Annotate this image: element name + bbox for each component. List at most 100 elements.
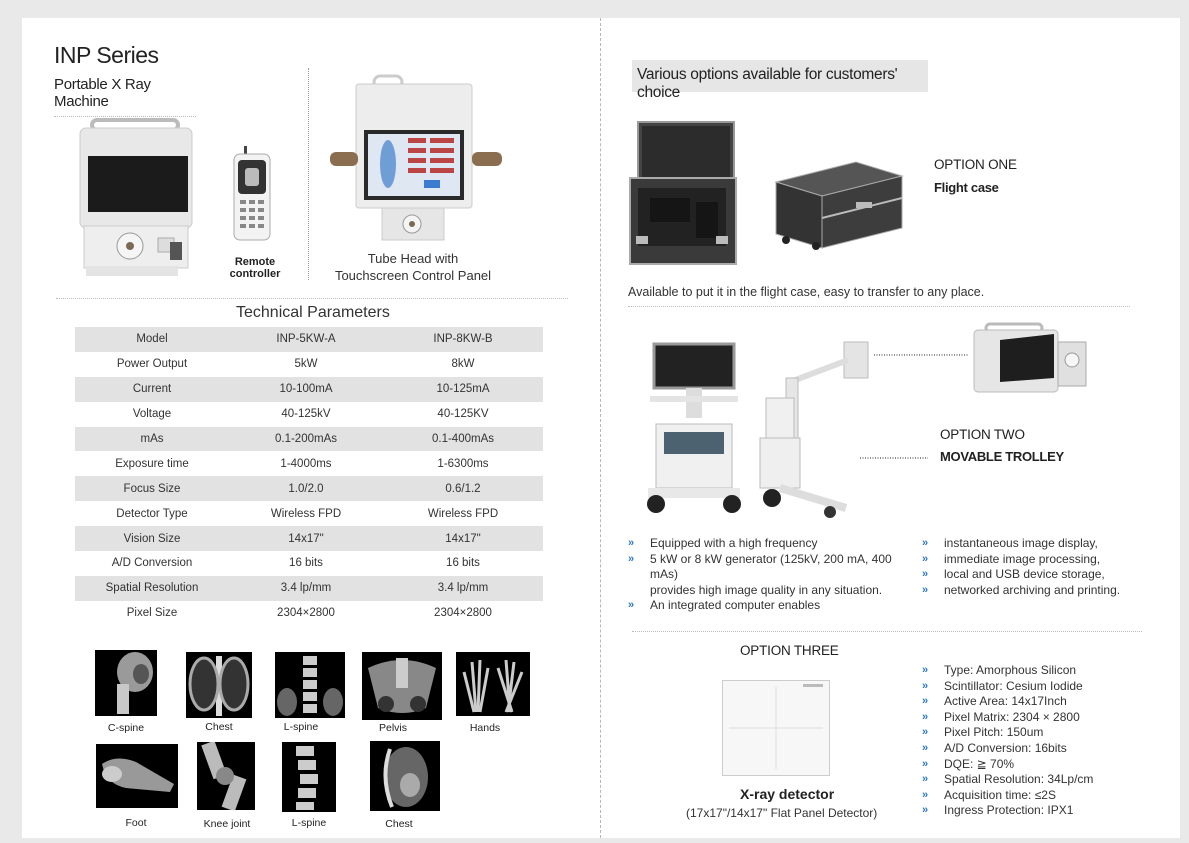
trolley-callout-lines	[860, 354, 968, 459]
param-value-cell: 14x17"	[383, 526, 543, 552]
feature-item: »networked archiving and printing.	[922, 583, 1152, 599]
detector-spec-text: Type: Amorphous Silicon	[944, 663, 1077, 677]
xray-caption-c-spine: C-spine	[107, 722, 145, 734]
tube-head-photo	[326, 74, 506, 244]
xray-caption-foot: Foot	[125, 817, 147, 829]
param-name-cell: Detector Type	[116, 507, 188, 520]
left-section-separator	[56, 298, 568, 299]
table-row: Pixel Size 2304×2800 2304×2800	[75, 601, 543, 626]
option-one-separator	[628, 306, 1130, 307]
option-two-label: OPTION TWO	[940, 427, 1025, 442]
param-name-cell: Focus Size	[75, 476, 229, 502]
detector-spec-item: » A/D Conversion: 16bits	[922, 741, 1152, 757]
bullet-marker: »	[628, 599, 635, 612]
detector-spec-text: Scintillator: Cesium Iodide	[944, 678, 1083, 693]
param-value-cell: 1-4000ms	[280, 457, 332, 470]
param-name-cell: Model	[75, 327, 229, 352]
table-row: Exposure time 1-4000ms 1-6300ms	[75, 451, 543, 476]
param-name-cell: Current	[75, 376, 229, 402]
bullet-marker: »	[922, 552, 929, 565]
xray-caption-chest-2: Chest	[385, 818, 413, 830]
flat-panel-detector-photo	[722, 680, 830, 776]
detector-spec-item: »DQE: ≧ 70%	[922, 757, 1152, 773]
param-value-cell: INP-5KW-A	[229, 327, 383, 352]
param-value-cell: 10-100mA	[229, 376, 383, 402]
series-title: INP Series	[54, 42, 159, 68]
param-name-cell: Vision Size	[75, 526, 229, 552]
detector-spec-item: » Acquisition time: ≤2S	[922, 788, 1152, 804]
page-fold-divider	[600, 18, 601, 838]
feature-text: provides high image quality in any situa…	[650, 582, 883, 597]
param-value-cell: 10-125mA	[383, 376, 543, 402]
option-two-subtitle: MOVABLE TROLLEY	[940, 449, 1064, 464]
param-value-cell: 2304×2800	[277, 607, 335, 620]
feature-item: »An integrated computer enables	[628, 598, 918, 614]
param-value-cell: 14x17"	[229, 526, 383, 552]
bullet-marker: »	[922, 710, 929, 723]
tube-head-caption-line2: Touchscreen Control Panel	[334, 268, 492, 283]
detector-spec-item: »Spatial Resolution: 34Lp/cm	[922, 772, 1152, 788]
feature-text: networked archiving and printing.	[944, 582, 1121, 597]
bullet-marker: »	[922, 695, 929, 708]
bullet-marker: »	[922, 537, 929, 549]
option-two-separator	[632, 631, 1142, 632]
portable-unit-detail-photo	[966, 322, 1090, 398]
detector-subtitle: (17x17"/14x17" Flat Panel Detector)	[686, 806, 878, 820]
detector-spec-item: » Pixel Matrix: 2304 × 2800	[922, 710, 1152, 726]
option-one-description: Available to put it in the flight case, …	[628, 285, 985, 299]
detector-specs-list: » Type: Amorphous Silicon » Scintillator: C…	[922, 663, 1152, 819]
param-name-cell: Exposure time	[115, 457, 189, 470]
xray-caption-pelvis: Pelvis	[378, 722, 407, 734]
feature-item: »local and USB device storage,	[922, 567, 1152, 583]
detector-spec-text: Acquisition time: ≤2S	[944, 787, 1056, 802]
bullet-marker: »	[922, 679, 929, 692]
feature-text: 5 kW or 8 kW generator (125kV, 200 mA, 4…	[650, 551, 892, 582]
feature-item: »5 kW or 8 kW generator (125kV, 200 mA, …	[628, 552, 918, 583]
xray-caption-hands: Hands	[469, 722, 501, 734]
feature-item: »Equipped with a high frequency	[628, 536, 918, 552]
param-value-cell: 0.1-200mAs	[229, 426, 383, 452]
param-value-cell: 0.1-400mAs	[383, 426, 543, 452]
option-one-subtitle: Flight case	[934, 180, 999, 195]
features-list-right: »instantaneous image display, »immediate…	[922, 536, 1152, 598]
header-divider	[308, 68, 309, 280]
remote-controller-caption: Remote controller	[229, 256, 281, 280]
detector-spec-text: A/D Conversion: 16bits	[944, 740, 1067, 755]
param-name-cell: Power Output	[116, 358, 188, 371]
detector-title: X-ray detector	[740, 786, 835, 802]
param-value-cell: 1.0/2.0	[229, 476, 383, 502]
xray-c-spine	[95, 650, 157, 716]
bullet-marker: »	[922, 788, 929, 801]
param-value-cell: 40-125kV	[281, 408, 331, 421]
bullet-marker: »	[922, 804, 929, 817]
tube-head-caption: Tube Head with Touchscreen Control Panel	[328, 250, 498, 284]
portable-xray-machine-photo	[74, 116, 196, 280]
feature-item: » immediate image processing,	[922, 552, 1152, 568]
xray-l-spine-lateral	[282, 742, 336, 812]
detector-spec-text: Pixel Matrix: 2304 × 2800	[944, 709, 1080, 724]
param-value-cell: 2304×2800	[434, 607, 492, 620]
detector-spec-item: »Active Area: 14x17Inch	[922, 694, 1152, 710]
param-value-cell: Wireless FPD	[270, 507, 342, 520]
bullet-marker: »	[922, 726, 929, 739]
option-three-label: OPTION THREE	[740, 643, 839, 658]
options-banner: Various options available for customers'…	[632, 60, 928, 101]
xray-foot	[96, 744, 178, 808]
bullet-marker: »	[922, 741, 929, 754]
param-name-cell: Pixel Size	[126, 607, 178, 620]
xray-pelvis	[362, 652, 442, 720]
detector-spec-item: »Pixel Pitch: 150um	[922, 725, 1152, 741]
feature-text: immediate image processing,	[944, 551, 1101, 566]
param-value-cell: 0.6/1.2	[383, 476, 543, 502]
param-value-cell: 1-6300ms	[437, 457, 489, 470]
